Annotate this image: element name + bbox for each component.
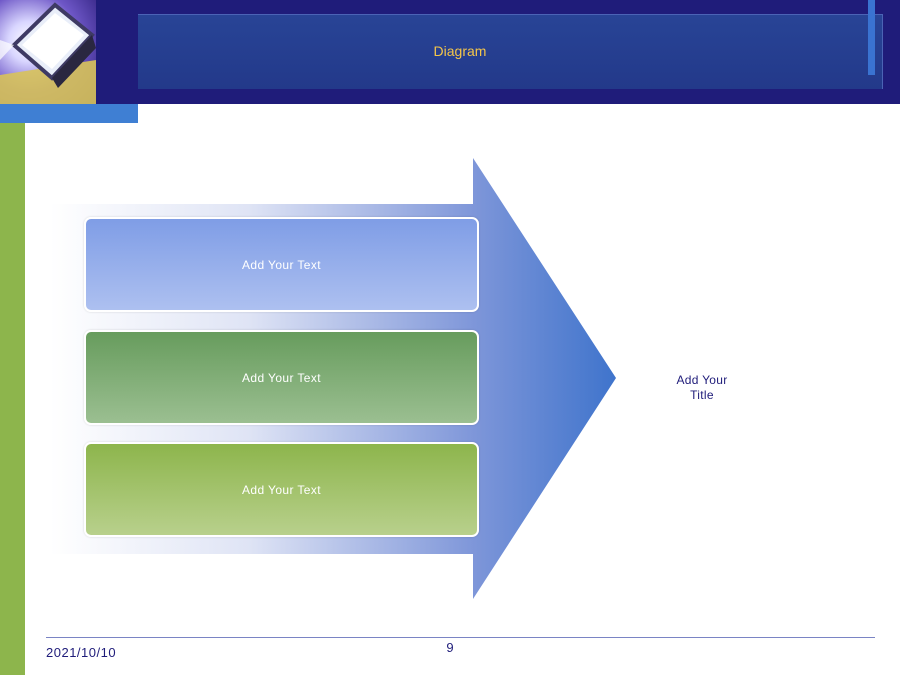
diagram-box-label: Add Your Text [241,370,322,385]
green-accent-strip [0,123,25,675]
side-title: Add Your Title [652,373,752,403]
monitor-image-icon [0,0,96,104]
footer-divider [46,637,875,638]
side-title-line-2: Title [690,388,714,402]
page-number: 9 [446,640,454,655]
side-title-line-1: Add Your [676,373,728,387]
diagram-box-label: Add Your Text [241,257,322,272]
diagram-box-2: Add Your Text [84,330,479,425]
slide-title: Diagram [433,43,487,59]
footer-date: 2021/10/10 [46,645,117,660]
header-accent-bar [868,0,875,75]
diagram-box-label: Add Your Text [241,482,322,497]
header-panel [138,14,883,89]
blue-accent-strip [0,104,138,123]
diagram-box-1: Add Your Text [84,217,479,312]
diagram-box-3: Add Your Text [84,442,479,537]
